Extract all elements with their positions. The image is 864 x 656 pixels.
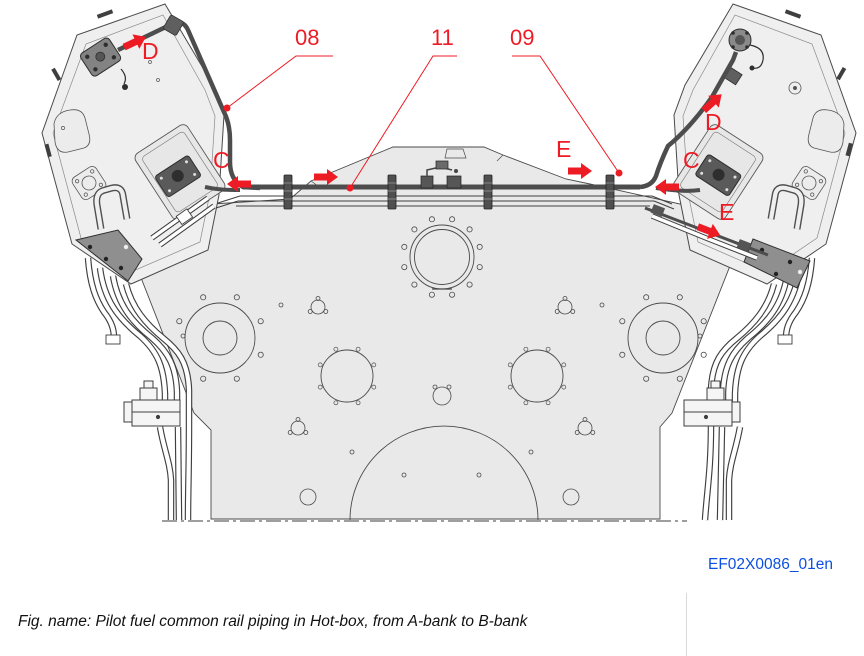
arrow-flow-mid <box>314 169 338 185</box>
right-hotbox <box>644 3 857 289</box>
engine-block <box>126 146 740 522</box>
flow-label-c-right: C <box>683 147 700 173</box>
flow-label-d-right: D <box>705 109 722 135</box>
leader-dot-08 <box>223 104 231 112</box>
flow-label-c-left: C <box>213 147 230 173</box>
rail-clamps <box>283 174 615 210</box>
left-hotbox <box>41 3 226 285</box>
center-valve-assembly <box>420 160 462 189</box>
arrow-d-left <box>122 34 146 51</box>
right-valve-block <box>683 380 741 427</box>
leader-08 <box>226 55 333 109</box>
flow-label-d-left: D <box>142 38 159 64</box>
mid-right-bolts <box>507 346 567 406</box>
leader-dot-09 <box>615 169 623 177</box>
figure-caption: Fig. name: Pilot fuel common rail piping… <box>18 613 528 630</box>
left-bottom-bracket <box>74 229 143 282</box>
callout-11: 11 <box>431 25 454 50</box>
leader-11 <box>349 55 457 189</box>
leader-09 <box>512 55 620 174</box>
right-riser-pipe <box>639 51 739 190</box>
flow-label-e-left: E <box>556 136 572 162</box>
arrow-e-left <box>568 163 592 179</box>
left-valve-block <box>123 380 181 427</box>
callout-09: 09 <box>510 25 535 50</box>
left-pipe-bundle <box>84 257 193 521</box>
arrow-e-right <box>696 223 721 239</box>
arrow-c-right <box>655 179 679 195</box>
flow-label-e-right: E <box>719 199 735 225</box>
crank-arc <box>349 425 539 521</box>
figure-code: EF02X0086_01en <box>708 556 833 573</box>
arrow-c-left <box>227 176 251 192</box>
right-flange-bolts <box>619 294 707 382</box>
small-ports <box>180 296 703 506</box>
callout-08: 08 <box>295 25 320 50</box>
top-flange-bolts <box>401 216 483 298</box>
table-border-line <box>686 593 687 656</box>
arrow-d-right <box>701 94 722 113</box>
leader-dot-11 <box>346 184 354 192</box>
right-pipe-bundle <box>683 257 816 521</box>
mid-left-bolts <box>317 346 377 406</box>
fuel-rail <box>117 14 739 210</box>
annotations <box>122 34 722 239</box>
